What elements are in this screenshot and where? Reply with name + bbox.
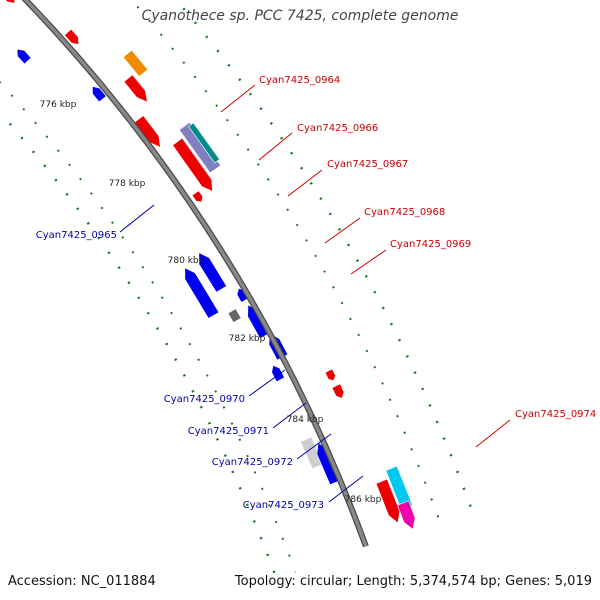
forward-label-leader: [287, 169, 323, 197]
gene-block: [178, 121, 222, 174]
feature-labels: 776 kbp 778 kbp 780 kbp 782 kbp 784 kbp 786 k…: [36, 75, 597, 511]
forward-label-leader: [324, 217, 361, 244]
tick-dot-ring: [174, 0, 473, 509]
label-leader-lines: [119, 84, 511, 503]
forward-gene-label: Cyan7425_0974: [515, 409, 596, 420]
reverse-label-leader: [119, 204, 155, 233]
forward-gene-arrow: [397, 500, 416, 530]
genome-backbone: [21, 0, 369, 548]
reverse-gene-label: Cyan7425_0973: [243, 500, 324, 511]
accession-text: Accession: NC_011884: [8, 574, 156, 589]
tick-dot-ring: [0, 81, 297, 573]
reverse-label-leader: [248, 369, 286, 397]
forward-gene-arrow: [191, 190, 204, 203]
scale-label: 782 kbp: [229, 334, 266, 344]
forward-gene-label: Cyan7425_0968: [364, 207, 445, 218]
topology-text: Topology: circular; Length: 5,374,574 bp…: [234, 574, 592, 589]
forward-gene-arrow: [331, 383, 345, 399]
reverse-label-leader: [296, 433, 332, 460]
forward-label-leader: [258, 132, 293, 161]
scale-label: 780 kbp: [168, 256, 205, 266]
tick-dot-rings: [0, 0, 473, 580]
gene-block: [122, 49, 149, 77]
gene-features: [5, 0, 416, 530]
forward-label-leader: [350, 249, 387, 275]
reverse-label-leader: [328, 475, 364, 503]
scale-label: 776 kbp: [40, 100, 77, 110]
scale-label: 778 kbp: [109, 179, 146, 189]
tick-dot-ring: [130, 0, 441, 521]
forward-label-leader: [220, 84, 256, 113]
forward-gene-arrow: [172, 137, 213, 192]
reverse-gene-arrow: [16, 48, 32, 65]
forward-gene-label: Cyan7425_0964: [259, 75, 340, 86]
reverse-gene-arrow: [184, 267, 220, 319]
gene-block: [385, 465, 413, 511]
forward-gene-label: Cyan7425_0969: [390, 239, 471, 250]
forward-label-leader: [475, 419, 511, 448]
reverse-gene-label: Cyan7425_0972: [212, 457, 293, 468]
reverse-gene-arrow: [92, 86, 107, 103]
reverse-gene-arrow: [271, 364, 285, 383]
reverse-label-leader: [272, 402, 307, 429]
map-title: Cyanothece sp. PCC 7425, complete genome: [141, 8, 459, 24]
forward-gene-label: Cyan7425_0966: [297, 123, 378, 134]
reverse-gene-arrow: [198, 252, 228, 293]
reverse-gene-label: Cyan7425_0970: [164, 394, 245, 405]
scale-label: 786 kbp: [345, 495, 382, 505]
gene-block: [188, 122, 221, 164]
forward-gene-arrow: [64, 28, 80, 45]
backbone-line: [23, 0, 368, 547]
forward-gene-arrow: [123, 74, 148, 103]
reverse-gene-label: Cyan7425_0971: [188, 426, 269, 437]
reverse-gene-label: Cyan7425_0965: [36, 230, 117, 241]
forward-gene-arrow: [324, 368, 336, 382]
scale-label: 784 kbp: [287, 415, 324, 425]
forward-gene-arrow: [5, 0, 16, 4]
forward-gene-arrow: [375, 478, 401, 524]
forward-gene-label: Cyan7425_0967: [327, 159, 408, 170]
gene-block: [227, 308, 242, 323]
